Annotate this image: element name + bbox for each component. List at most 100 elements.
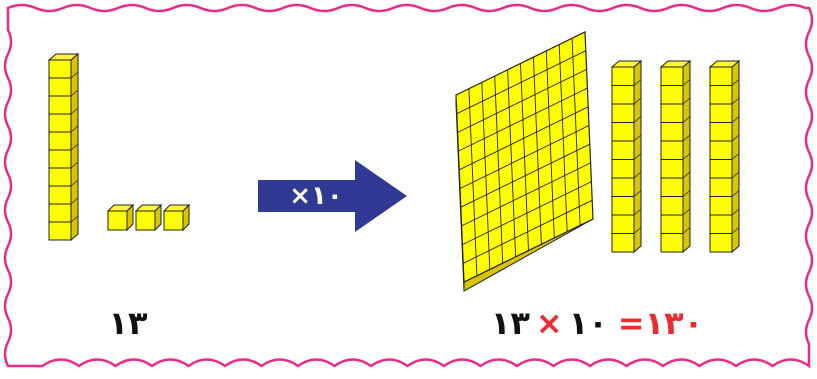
- flat-grid-line: [463, 199, 593, 264]
- unit-cube: [709, 122, 733, 142]
- equation-times-sign: ×: [536, 304, 563, 342]
- rod-side-line: [70, 89, 79, 97]
- unit-cube: [48, 203, 72, 223]
- unit-cube: [660, 103, 684, 123]
- unit-cube: [611, 196, 635, 216]
- ten-rod: [659, 59, 692, 254]
- unit-cube: [660, 159, 684, 179]
- rod-side-line: [70, 125, 79, 133]
- unit-cube: [660, 214, 684, 234]
- flat-grid-line: [532, 57, 542, 245]
- unit-cube: [106, 203, 135, 232]
- equation-factor-b: ۱۰: [569, 304, 608, 342]
- rod-side-line: [682, 134, 691, 142]
- unit-cube: [48, 149, 72, 169]
- rod-side-line: [70, 161, 79, 169]
- unit-cube: [709, 196, 733, 216]
- unit-cube: [611, 233, 635, 253]
- rod-side-line: [682, 116, 691, 123]
- flat-grid-line: [461, 162, 591, 227]
- unit-cube: [611, 159, 635, 179]
- unit-cube: [611, 140, 635, 160]
- unit-cube: [709, 85, 733, 105]
- hundred-flat: [455, 31, 594, 292]
- unit-cube: [709, 177, 733, 197]
- equation-result: ۱۳۰: [645, 304, 704, 342]
- unit-cube: [660, 196, 684, 216]
- equation: ۱۳×۱۰ =۱۳۰: [491, 304, 703, 342]
- arrow-label: ×۱۰: [289, 181, 343, 211]
- flat-grid-line: [462, 181, 592, 246]
- scalloped-frame: [3, 3, 814, 369]
- unit-cube: [709, 140, 733, 160]
- rod-side-line: [731, 153, 740, 160]
- flat-grid-line: [571, 38, 581, 226]
- rod-side-line: [633, 97, 642, 105]
- rod-side-line: [682, 208, 691, 216]
- unit-cube: [709, 103, 733, 123]
- flat-grid-line: [460, 143, 590, 208]
- unit-cube: [48, 59, 72, 79]
- rod-side-line: [731, 97, 740, 105]
- cube-front-face: [135, 210, 156, 231]
- unit-cube: [48, 113, 72, 133]
- unit-cube: [611, 177, 635, 197]
- unit-cube: [48, 185, 72, 205]
- ten-rod: [47, 52, 80, 242]
- ten-rod: [610, 59, 643, 254]
- rod-side-line: [70, 179, 79, 187]
- rod-side-line: [682, 171, 691, 179]
- unit-cube: [611, 122, 635, 142]
- rod-side-line: [70, 143, 79, 151]
- equation-factor-a: ۱۳: [491, 304, 531, 342]
- rod-side-line: [731, 134, 740, 142]
- rod-side-line: [731, 227, 740, 234]
- rod-side-line: [633, 190, 642, 197]
- unit-cube: [660, 122, 684, 142]
- unit-cube: [611, 214, 635, 234]
- rod-side-line: [731, 116, 740, 123]
- rod-side-line: [633, 79, 642, 86]
- rod-side-line: [70, 71, 79, 79]
- unit-cube: [134, 203, 163, 232]
- rod-side-line: [682, 227, 691, 234]
- unit-cube: [660, 85, 684, 105]
- rod-side-line: [682, 190, 691, 197]
- cube-front-face: [107, 210, 128, 231]
- unit-cube: [611, 103, 635, 123]
- rod-side-line: [633, 116, 642, 123]
- times-ten-arrow: ×۱۰: [258, 160, 407, 232]
- unit-cube: [660, 177, 684, 197]
- unit-cube: [162, 203, 191, 232]
- unit-cube: [48, 221, 72, 241]
- unit-cube: [709, 233, 733, 253]
- rod-side-line: [633, 227, 642, 234]
- arrow-shape: [258, 160, 407, 232]
- unit-cube: [48, 95, 72, 115]
- rod-side-line: [731, 190, 740, 197]
- unit-cube: [48, 167, 72, 187]
- equation-equals-sign: =: [618, 304, 645, 342]
- unit-cube: [709, 159, 733, 179]
- unit-cube: [709, 66, 733, 86]
- rod-side-line: [70, 215, 79, 223]
- unit-cubes: [106, 203, 191, 232]
- cube-front-face: [163, 210, 184, 231]
- rod-side-line: [70, 197, 79, 205]
- rod-side-line: [731, 208, 740, 216]
- flat-grid-line: [459, 125, 590, 189]
- rod-side-line: [633, 153, 642, 160]
- unit-cube: [48, 77, 72, 97]
- rod-side-line: [633, 171, 642, 179]
- rod-side-line: [731, 171, 740, 179]
- unit-cube: [660, 66, 684, 86]
- rod-side-line: [633, 134, 642, 142]
- unit-cube: [611, 66, 635, 86]
- rod-side-line: [731, 79, 740, 86]
- unit-cube: [48, 131, 72, 151]
- rod-side-line: [70, 107, 79, 115]
- left-value-label: ۱۳: [108, 304, 148, 342]
- flat-grid-line: [558, 44, 568, 232]
